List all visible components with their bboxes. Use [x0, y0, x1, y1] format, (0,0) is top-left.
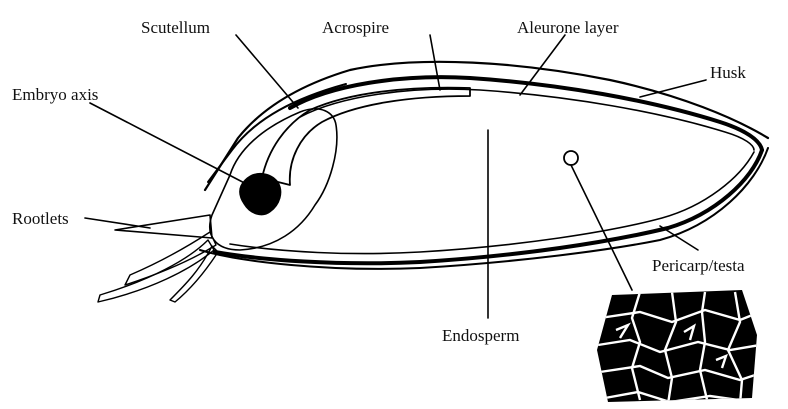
- leader-rootlets: [85, 218, 150, 228]
- label-aleurone-layer: Aleurone layer: [517, 18, 619, 37]
- label-embryo-axis: Embryo axis: [12, 85, 98, 104]
- label-pericarp-testa: Pericarp/testa: [652, 256, 745, 275]
- label-husk: Husk: [710, 63, 746, 82]
- leader-scutellum: [236, 35, 298, 108]
- rootlets-shape: [98, 215, 218, 302]
- label-endosperm: Endosperm: [442, 326, 519, 345]
- embryo-axis-shape: [240, 173, 281, 214]
- endosperm-sample-marker: [564, 151, 578, 165]
- endosperm-cell-inset: [597, 290, 760, 404]
- label-rootlets: Rootlets: [12, 209, 69, 228]
- leader-husk: [640, 80, 706, 97]
- label-acrospire: Acrospire: [322, 18, 389, 37]
- label-scutellum: Scutellum: [141, 18, 210, 37]
